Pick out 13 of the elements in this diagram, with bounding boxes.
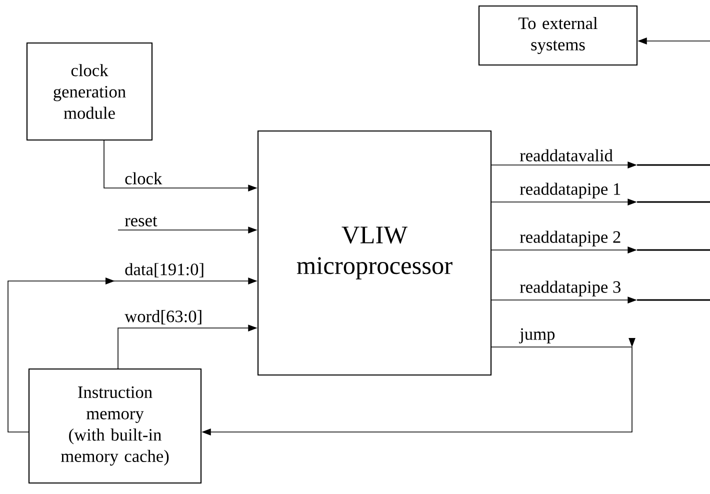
edge-label: word[63:0] xyxy=(124,310,202,324)
edge-label: readdatavalid xyxy=(520,149,613,162)
block-box: Instruction memory (with built-in memory cache) xyxy=(28,368,202,484)
edge-label: readdatapipe 1 xyxy=(520,182,620,198)
edge-label: jump xyxy=(519,328,555,344)
block-box: VLIW microprocessor xyxy=(257,130,492,376)
edge-label: reset xyxy=(124,216,158,226)
edge-label: clock xyxy=(125,172,162,184)
edge-label: readdatapipe 2 xyxy=(520,230,620,246)
edge-label: readdatapipe 3 xyxy=(520,280,620,296)
block-box: clock generation module xyxy=(26,42,153,141)
block-box: To external systems xyxy=(478,5,638,66)
edge-label: data[191:0] xyxy=(125,263,204,278)
